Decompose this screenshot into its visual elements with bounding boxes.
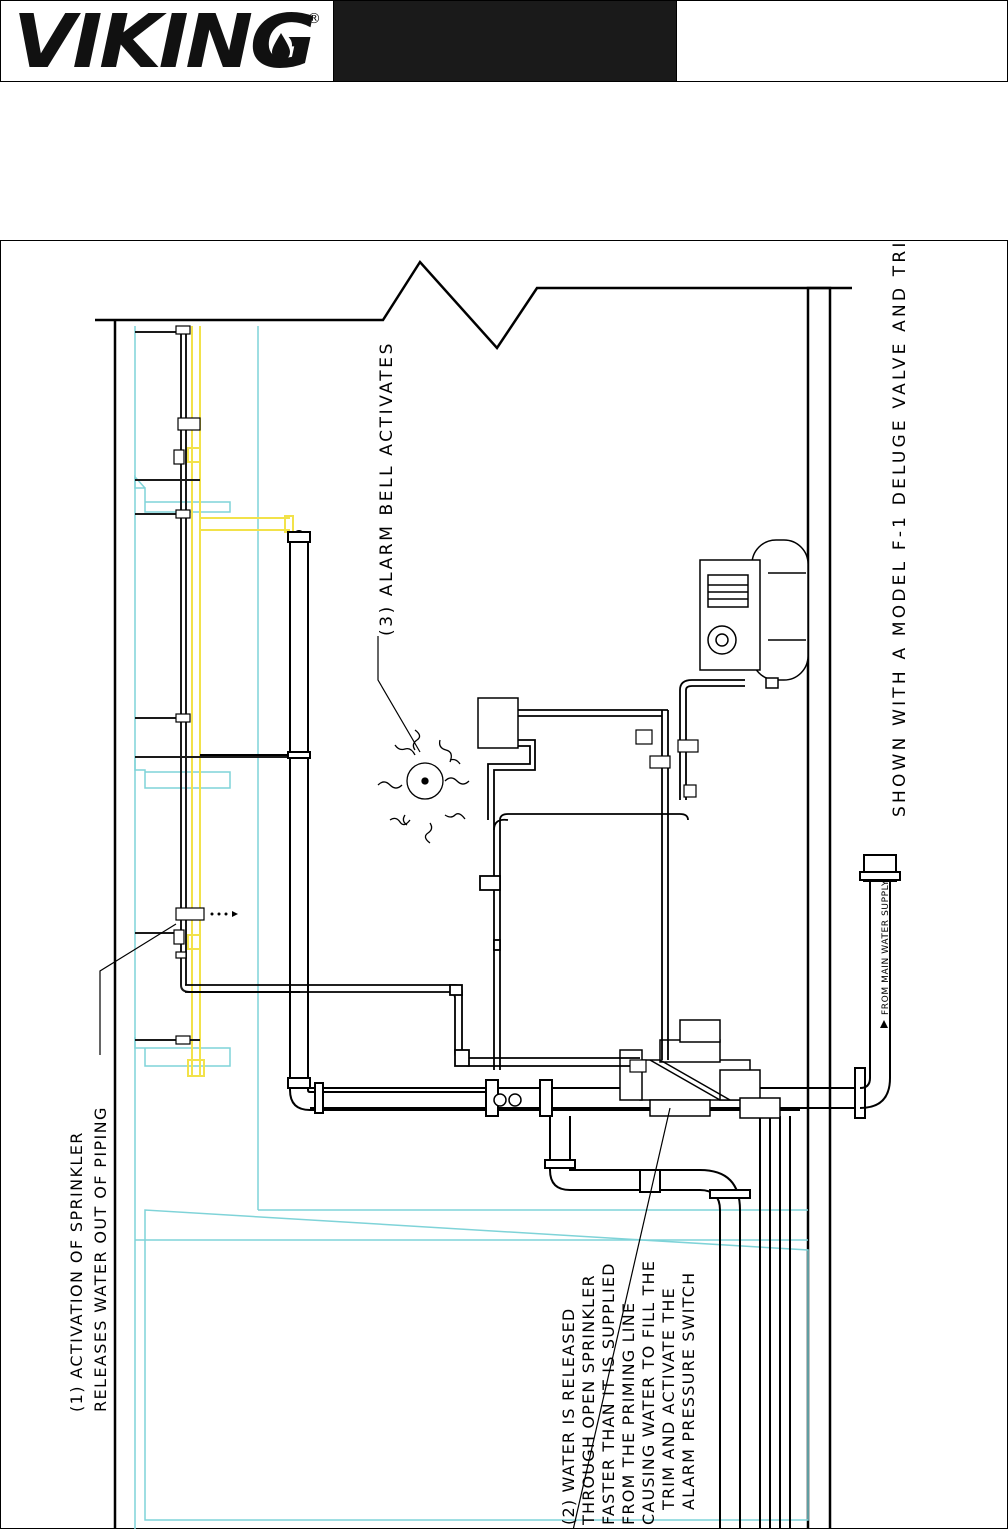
- sprinkler-branch-line: [135, 326, 300, 1041]
- feed-main: [310, 854, 901, 1119]
- deluge-system-diagram: (1) ACTIVATION OF SPRINKLER RELEASES WAT…: [67, 240, 910, 1529]
- logo-box: VIKING ®: [0, 0, 334, 82]
- page-header: VIKING ®: [0, 0, 1008, 84]
- sprinkler-heads: [173, 325, 205, 1045]
- trim-piping: [185, 679, 745, 1070]
- callout-3: (3) ALARM BELL ACTIVATES: [377, 341, 397, 636]
- logo-text: VIKING: [13, 7, 313, 77]
- deluge-valve: [493, 1019, 781, 1119]
- priming-line: [187, 326, 294, 1077]
- leader-lines: [99, 636, 671, 1529]
- callout-2-line2: THROUGH OPEN SPRINKLER: [579, 1274, 598, 1526]
- supply-arrow-icon: [880, 1020, 888, 1028]
- trim-valves: [629, 729, 699, 1073]
- air-compressor: [699, 539, 809, 689]
- callout-2-line6: TRIM AND ACTIVATE THE: [659, 1287, 678, 1511]
- building-outline: [95, 259, 877, 1529]
- supply-label: FROM MAIN WATER SUPPLY: [881, 880, 891, 1015]
- callout-2-line1: (2) WATER IS RELEASED: [559, 1308, 578, 1525]
- alarm-panel-box: [477, 697, 519, 749]
- building-inner-lines: [134, 326, 809, 1529]
- drain-piping: [544, 1116, 791, 1529]
- water-drop-icon: [272, 33, 290, 61]
- header-right-box: [676, 0, 1008, 82]
- alarm-bell-icon: [377, 729, 470, 844]
- callout-2-line3: FASTER THAN IT IS SUPPLIED: [599, 1262, 618, 1525]
- callout-2-line7: ALARM PRESSURE SWITCH: [679, 1272, 698, 1510]
- registered-mark: ®: [307, 11, 321, 27]
- main-riser: [200, 530, 800, 1111]
- callout-2-line5: CAUSING WATER TO FILL THE: [639, 1260, 658, 1525]
- model-note: SHOWN WITH A MODEL F-1 DELUGE VALVE AND …: [890, 240, 910, 817]
- header-band: [334, 0, 676, 82]
- callout-1-line2: RELEASES WATER OUT OF PIPING: [91, 1106, 110, 1412]
- callout-1-line1: (1) ACTIVATION OF SPRINKLER: [67, 1131, 86, 1412]
- water-spray-icon: [210, 911, 238, 917]
- viking-logo: VIKING ®: [13, 7, 321, 77]
- callout-2-line4: FROM THE PRIMING LINE: [619, 1302, 638, 1525]
